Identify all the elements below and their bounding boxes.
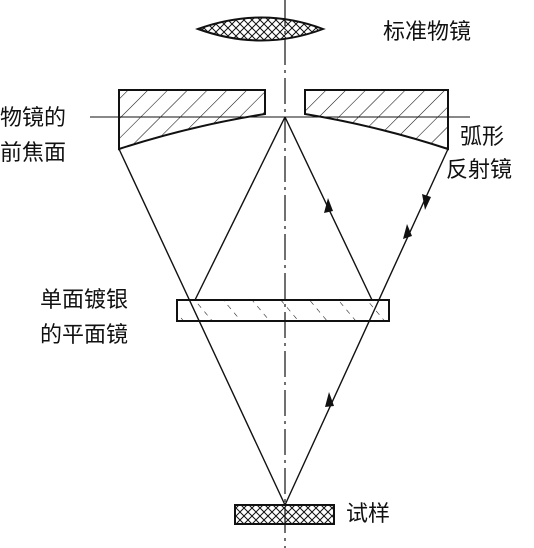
arc-mirror-left: [118, 89, 266, 151]
label-arc-mirror-2: 反射镜: [446, 158, 512, 183]
arrow-down-icon: [422, 194, 431, 210]
left-outer-ray: [118, 148, 286, 506]
label-focal-plane-1: 物镜的: [0, 106, 66, 131]
label-sample: 试样: [346, 502, 390, 527]
label-arc-mirror-1: 弧形: [460, 125, 504, 150]
sample-block: [234, 504, 335, 525]
arrow-up-icon: [324, 198, 333, 213]
label-flat-mirror-2: 的平面镜: [40, 323, 128, 348]
plane-mirror: [176, 299, 390, 322]
arrow-up-icon: [325, 392, 334, 407]
arrow-up-icon: [403, 224, 412, 239]
arc-mirror-right: [304, 89, 449, 151]
label-flat-mirror-1: 单面镀银: [40, 288, 128, 313]
right-outer-ray: [284, 148, 449, 506]
left-inner-ray: [194, 116, 286, 301]
label-objective: 标准物镜: [383, 20, 471, 45]
objective-lens: [195, 16, 326, 42]
label-focal-plane-2: 前焦面: [0, 141, 66, 166]
